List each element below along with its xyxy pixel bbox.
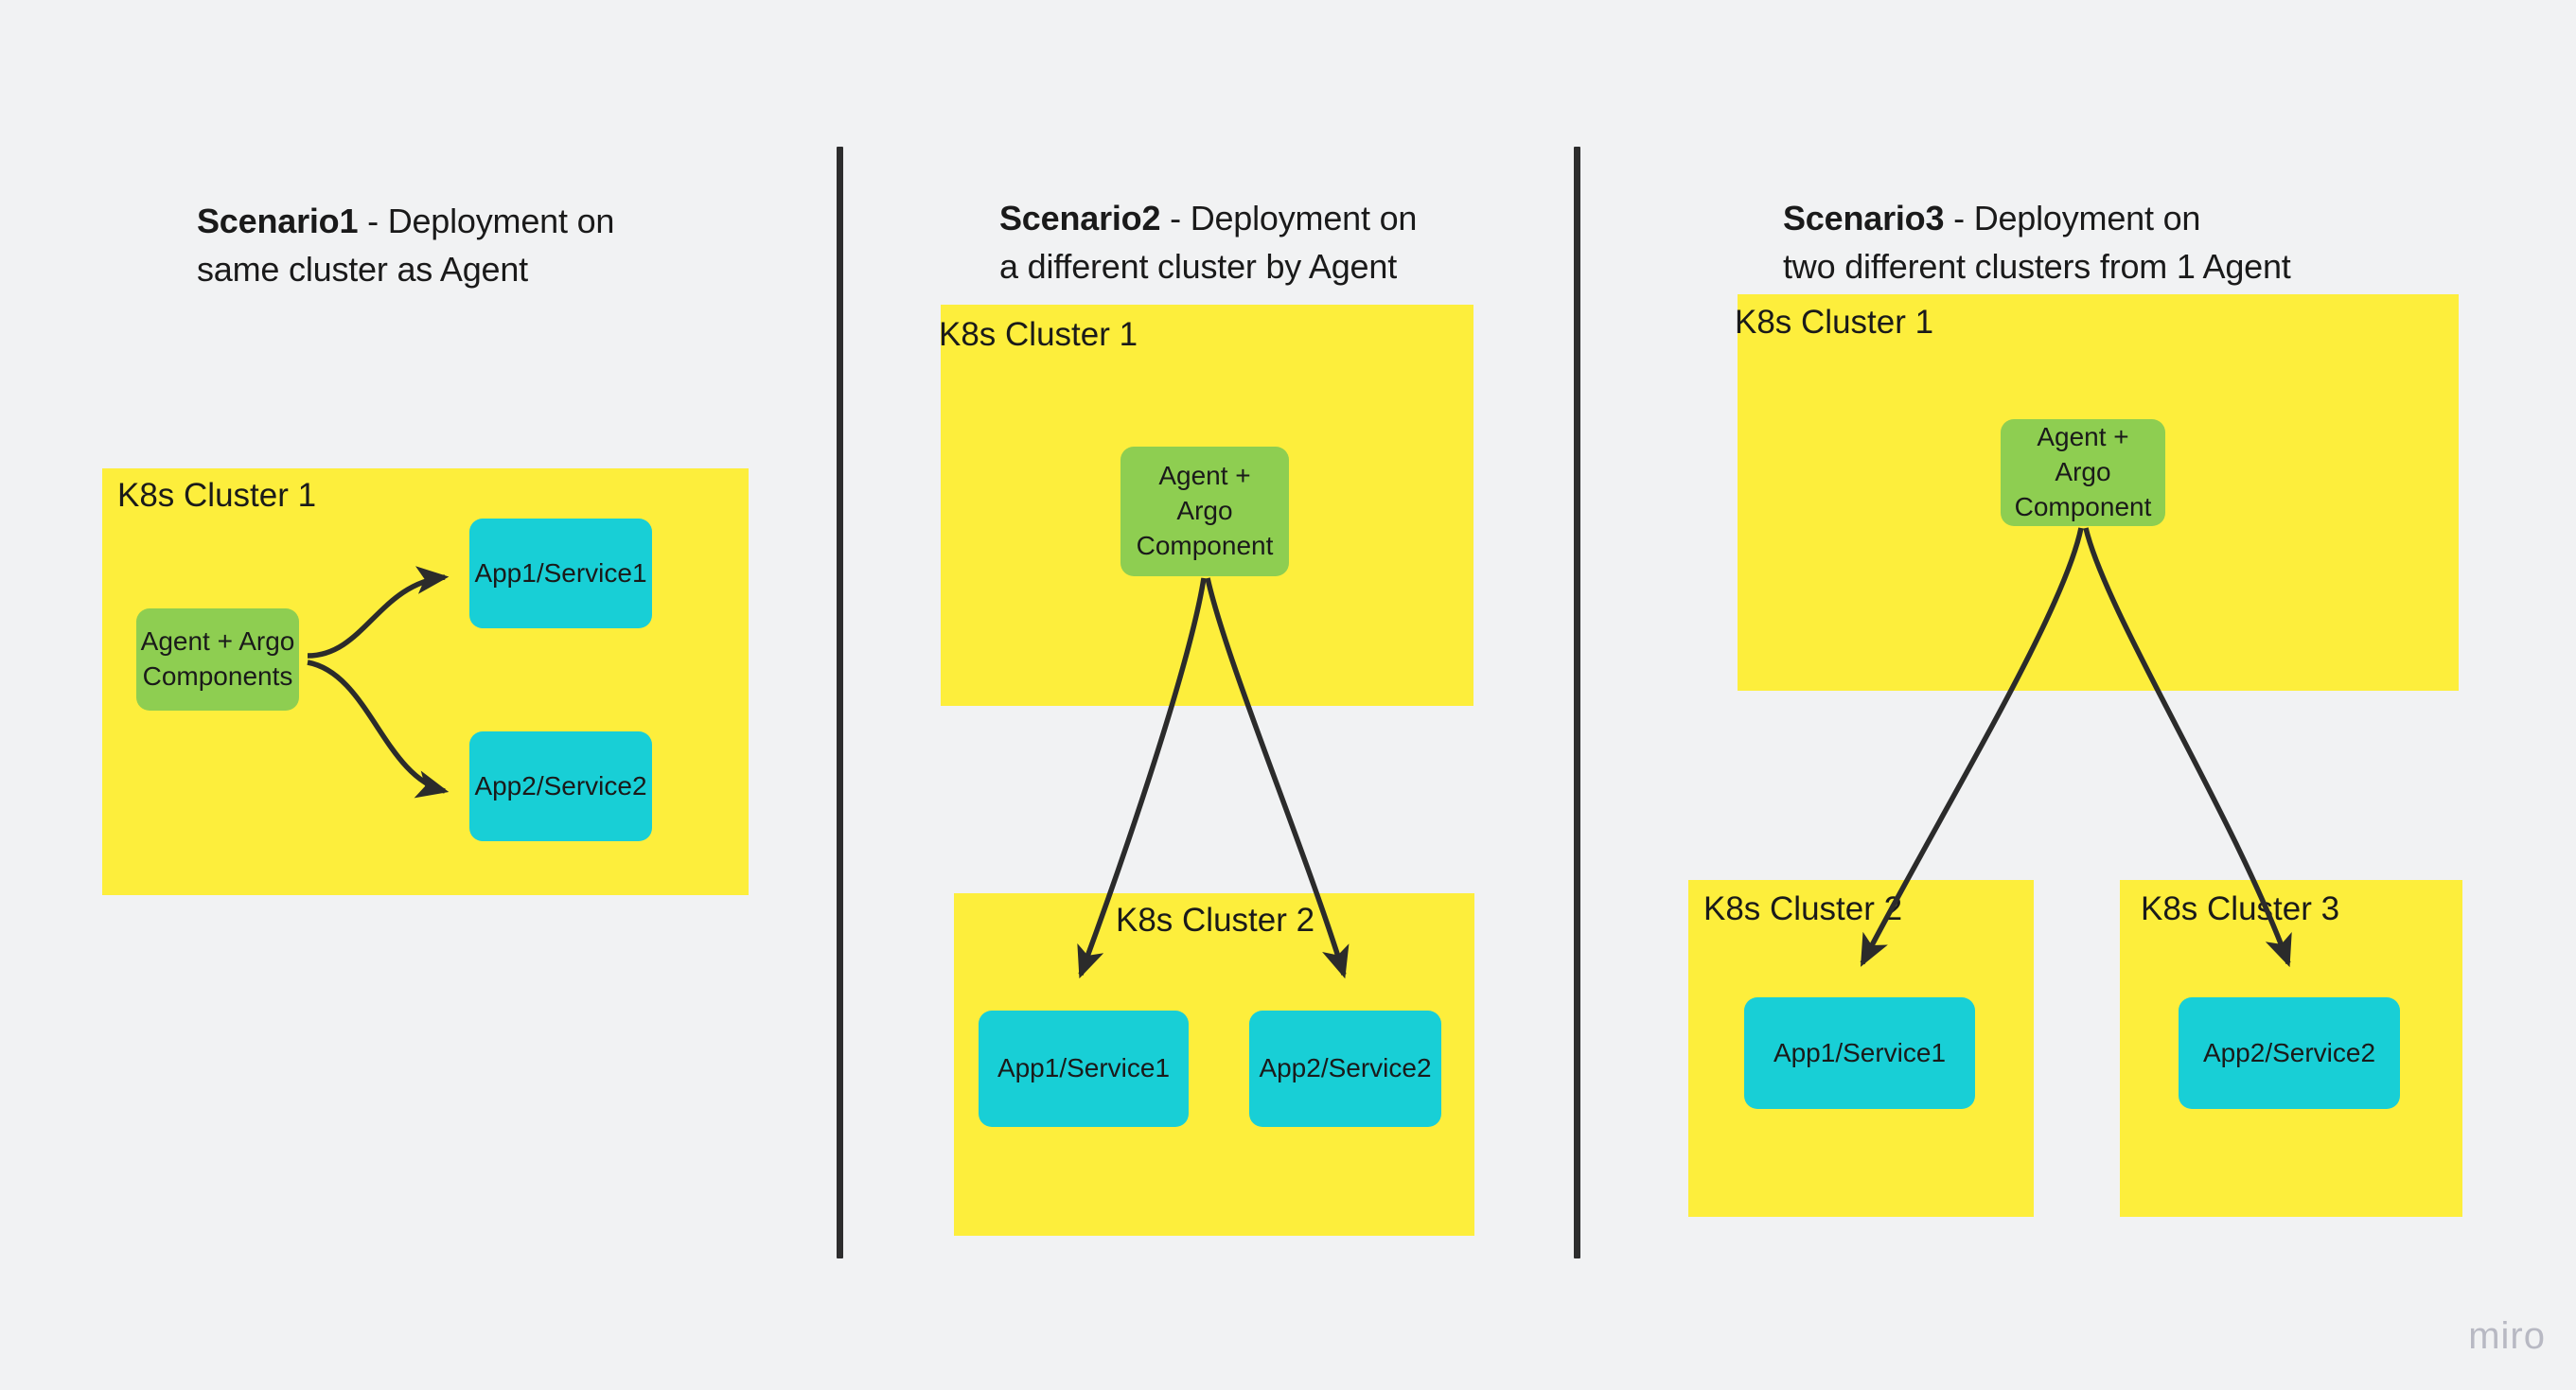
scenario3-cluster-3-label: K8s Cluster 3: [2141, 890, 2340, 927]
scenario1-title-rest: - Deployment on same cluster as Agent: [197, 202, 615, 290]
scenario2-title-rest: - Deployment on a different cluster by A…: [999, 199, 1418, 287]
scenario2-agent-node[interactable]: Agent + Argo Component: [1120, 447, 1289, 576]
scenario1-app1-node[interactable]: App1/Service1: [469, 519, 652, 628]
scenario1-app2-node[interactable]: App2/Service2: [469, 731, 652, 841]
scenario3-title-bold: Scenario3: [1783, 199, 1945, 238]
scenario-divider-1: [837, 147, 843, 1258]
scenario3-app2-node[interactable]: App2/Service2: [2179, 997, 2400, 1109]
scenario2-title-bold: Scenario2: [999, 199, 1161, 238]
miro-watermark: miro: [2468, 1315, 2546, 1357]
scenario2-app1-node[interactable]: App1/Service1: [979, 1011, 1189, 1127]
scenario3-cluster-1-label: K8s Cluster 1: [1735, 304, 1934, 341]
scenario1-title-bold: Scenario1: [197, 202, 359, 241]
scenario3-title-rest: - Deployment on two different clusters f…: [1783, 199, 2291, 287]
scenario3-title: Scenario3 - Deployment on two different …: [1783, 146, 2445, 290]
scenario1-cluster-1-label: K8s Cluster 1: [117, 477, 317, 514]
scenario1-agent-node[interactable]: Agent + Argo Components: [136, 608, 299, 711]
scenario-divider-2: [1574, 147, 1580, 1258]
scenario2-cluster-1-label: K8s Cluster 1: [939, 316, 1138, 353]
scenario2-cluster-2-label: K8s Cluster 2: [1116, 902, 1315, 939]
scenario1-title: Scenario1 - Deployment on same cluster a…: [197, 149, 727, 293]
scenario3-app1-node[interactable]: App1/Service1: [1744, 997, 1975, 1109]
scenario2-app2-node[interactable]: App2/Service2: [1249, 1011, 1441, 1127]
scenario2-title: Scenario2 - Deployment on a different cl…: [999, 146, 1567, 290]
scenario3-agent-node[interactable]: Agent + Argo Component: [2001, 419, 2165, 526]
scenario3-cluster-2-label: K8s Cluster 2: [1703, 890, 1903, 927]
